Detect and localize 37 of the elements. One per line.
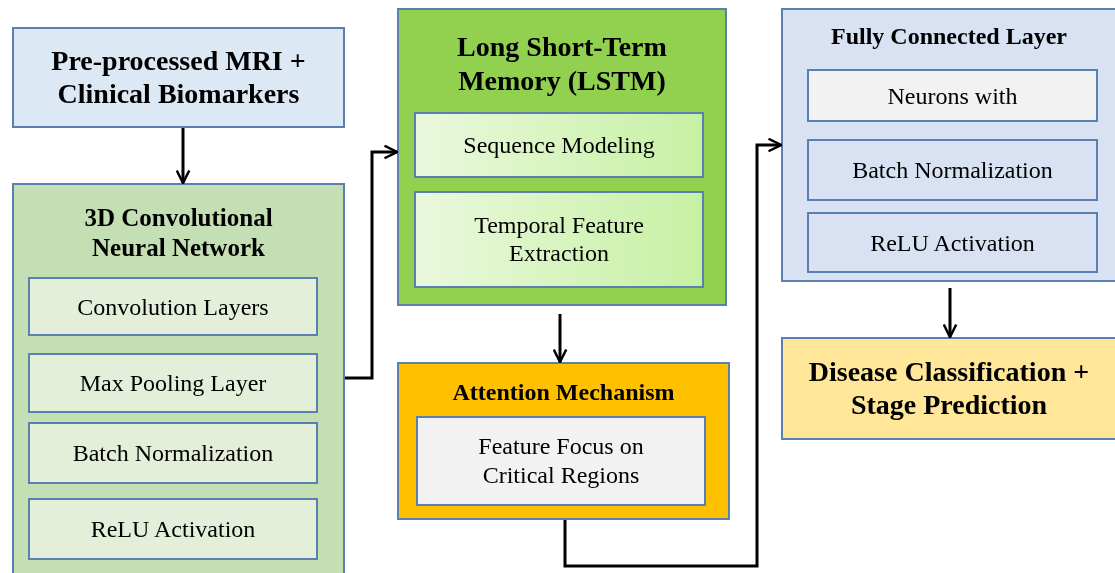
layer-box — [416, 416, 706, 506]
arrow — [563, 137, 783, 568]
layer-box — [807, 139, 1098, 201]
layer-label: ReLU Activation — [869, 228, 1036, 257]
box-title: Pre-processed MRI + Clinical Biomarkers — [50, 43, 307, 112]
module-box — [397, 362, 730, 520]
module-title: Attention Mechanism — [451, 378, 676, 407]
layer-box — [414, 112, 704, 178]
layer-label: Max Pooling Layer — [78, 368, 268, 398]
layer-box — [28, 277, 318, 336]
input-box — [12, 27, 345, 128]
layer-label: Convolution Layers — [76, 292, 270, 321]
module-box — [781, 8, 1115, 282]
layer-box — [28, 353, 318, 413]
layer-box — [414, 191, 704, 288]
layer-label: Batch Normalization — [851, 155, 1054, 185]
layer-label: Neurons with — [886, 81, 1019, 110]
layer-label: Sequence Modeling — [462, 130, 656, 160]
layer-label: ReLU Activation — [89, 514, 257, 544]
box-title: Disease Classification + Stage Prediction — [807, 354, 1091, 423]
layer-box — [807, 69, 1098, 122]
layer-box — [28, 498, 318, 560]
arrow — [552, 314, 568, 364]
module-title: Fully Connected Layer — [830, 22, 1068, 51]
layer-label: Temporal Feature Extraction — [473, 210, 645, 269]
layer-box — [28, 422, 318, 484]
module-box — [397, 8, 727, 306]
arrow — [345, 144, 399, 380]
module-title: Long Short-Term Memory (LSTM) — [456, 30, 668, 98]
layer-label: Batch Normalization — [71, 438, 275, 468]
output-box — [781, 337, 1115, 440]
layer-label: Feature Focus on Critical Regions — [477, 432, 645, 490]
arrow — [942, 288, 958, 339]
layer-box — [807, 212, 1098, 273]
module-box — [12, 183, 345, 573]
module-title: 3D Convolutional Neural Network — [83, 203, 274, 263]
arrow — [175, 128, 191, 185]
